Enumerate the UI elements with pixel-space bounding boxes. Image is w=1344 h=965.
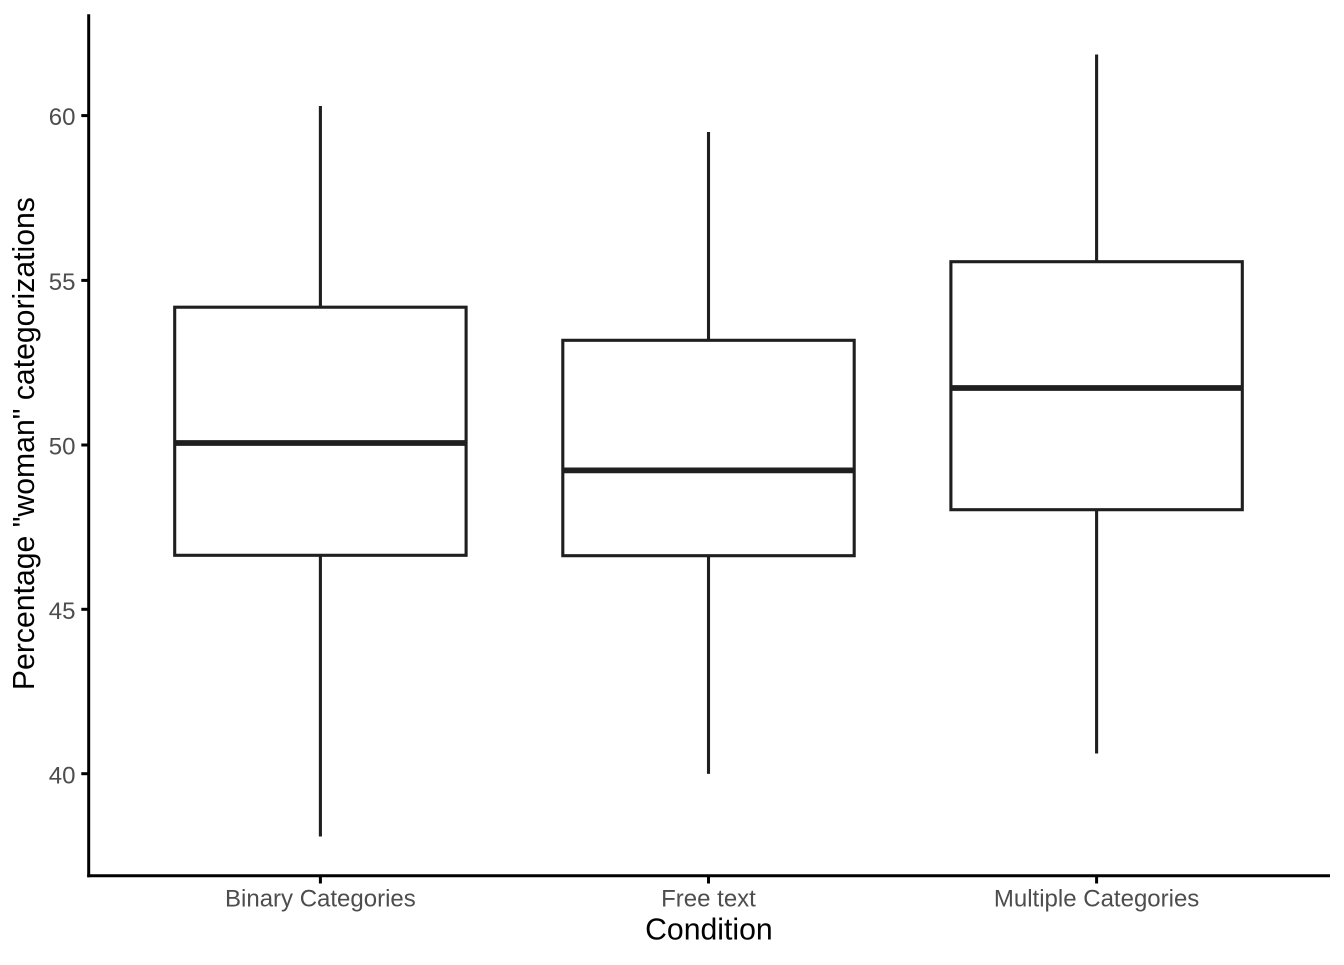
svg-text:Free text: Free text (661, 885, 756, 912)
svg-text:55: 55 (49, 269, 76, 296)
svg-text:40: 40 (49, 762, 76, 789)
svg-text:60: 60 (49, 104, 76, 131)
svg-text:45: 45 (49, 598, 76, 625)
svg-text:Multiple Categories: Multiple Categories (994, 885, 1199, 912)
svg-text:Binary Categories: Binary Categories (225, 885, 416, 912)
svg-text:50: 50 (49, 434, 76, 461)
svg-text:Percentage "woman" categorizat: Percentage "woman" categorizations (8, 197, 41, 690)
svg-text:Condition: Condition (645, 914, 773, 947)
